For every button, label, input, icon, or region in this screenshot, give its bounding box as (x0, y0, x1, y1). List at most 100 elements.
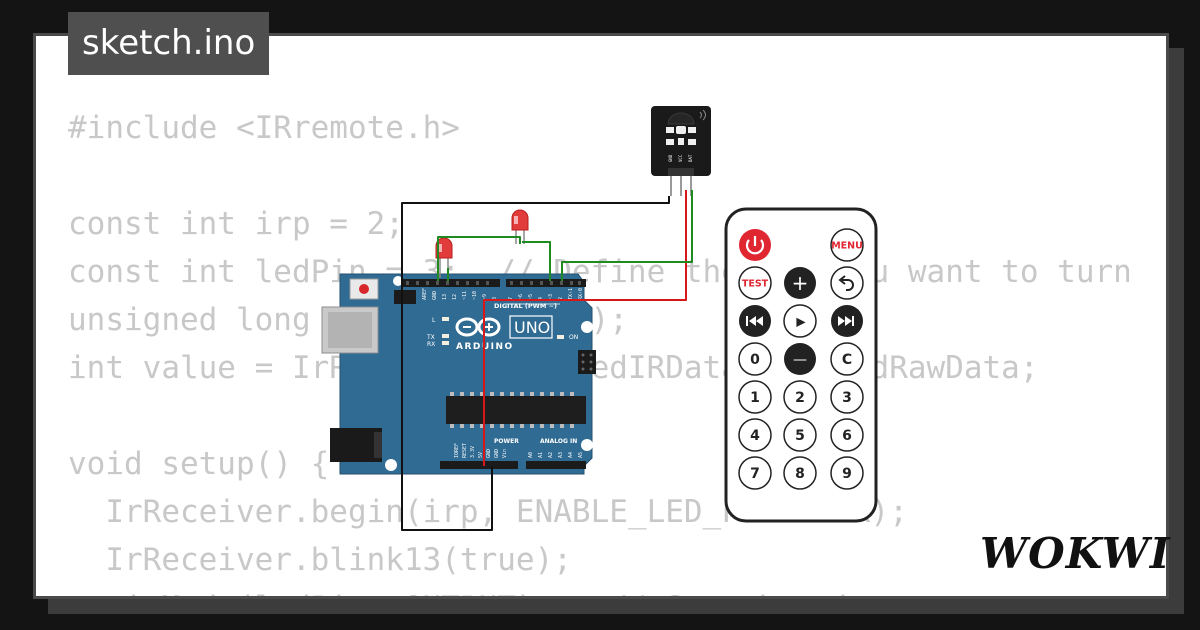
svg-text:GND: GND (494, 449, 500, 458)
l-led-label: L (432, 317, 436, 324)
svg-text:A2: A2 (548, 452, 554, 458)
digit-button[interactable]: 1 (738, 380, 772, 414)
digit-button[interactable]: 3 (830, 380, 864, 414)
minus-label: — (793, 352, 807, 368)
svg-text:12: 12 (452, 294, 458, 300)
ir-remote[interactable]: MENU TEST + ▶ (724, 207, 878, 523)
svg-text:3.3V: 3.3V (470, 446, 476, 458)
svg-text:RESET: RESET (462, 443, 468, 458)
tx-label: TX (426, 334, 435, 341)
back-button[interactable] (830, 266, 864, 300)
next-icon (838, 316, 854, 326)
on-label: ON (569, 334, 578, 341)
svg-text:A3: A3 (558, 452, 564, 458)
power-button[interactable] (739, 229, 771, 261)
led-wire-1 (437, 236, 521, 281)
code-line: void setup() { (68, 446, 330, 482)
back-arrow-icon (838, 275, 846, 285)
play-button[interactable]: ▶ (783, 304, 817, 338)
svg-text:8: 8 (492, 297, 498, 300)
svg-text:RX‹0: RX‹0 (578, 288, 584, 300)
svg-text:~10: ~10 (472, 291, 478, 300)
svg-text:Vin: Vin (502, 449, 508, 458)
digit-label: 4 (750, 428, 760, 444)
signal-wire (561, 190, 693, 281)
svg-text:5V: 5V (478, 452, 484, 458)
digit-label: 7 (750, 466, 760, 482)
prev-button[interactable] (739, 305, 771, 337)
wokwi-logo[interactable]: WOKWI (980, 529, 1171, 578)
prev-icon (746, 316, 763, 326)
digit-button[interactable]: 9 (830, 456, 864, 490)
c-label: C (842, 352, 852, 368)
test-button[interactable]: TEST (738, 266, 772, 300)
next-button[interactable] (831, 305, 863, 337)
arduino-logo-icon (455, 317, 501, 337)
svg-text:A1: A1 (538, 452, 544, 458)
digit-button[interactable]: 7 (738, 456, 772, 490)
arduino-uno-board[interactable]: AREF GND 13 12 ~11 ~10 ~9 8 7 ~6 ~5 4 ~3… (321, 273, 596, 475)
test-label: TEST (742, 279, 769, 290)
led-wire-2 (522, 241, 551, 281)
menu-label: MENU (831, 241, 863, 252)
code-line: #include <IRremote.h> (68, 110, 460, 146)
play-icon: ▶ (796, 315, 806, 329)
board-model: UNO (514, 318, 550, 337)
digit-label: 1 (750, 390, 760, 406)
vcc-wire (483, 190, 687, 466)
digit-label: 3 (842, 390, 852, 406)
svg-text:13: 13 (442, 294, 448, 300)
svg-text:IOREF: IOREF (454, 443, 460, 458)
menu-button[interactable]: MENU (830, 228, 864, 262)
wokwi-logo-text: WOKWI (980, 529, 1171, 578)
svg-text:VCC: VCC (678, 154, 683, 162)
digit-label: 8 (795, 466, 805, 482)
power-label: POWER (494, 438, 519, 445)
digit-button[interactable]: 8 (783, 456, 817, 490)
digit-label: 5 (795, 428, 805, 444)
svg-text:~9: ~9 (482, 294, 488, 300)
file-title: sketch.ino (68, 12, 270, 75)
svg-text:GND: GND (486, 449, 492, 458)
digit-button[interactable]: 6 (830, 418, 864, 452)
svg-text:DAT: DAT (688, 154, 693, 162)
digit-button[interactable]: 4 (738, 418, 772, 452)
svg-text:A0: A0 (528, 452, 534, 458)
svg-text:7: 7 (508, 297, 514, 300)
plus-label: + (792, 271, 809, 295)
ir-receiver-module[interactable]: GND VCC DAT (651, 106, 711, 196)
svg-text:~11: ~11 (462, 291, 468, 300)
svg-text:TX›1: TX›1 (568, 288, 574, 300)
code-line: const int irp = 2; (68, 206, 404, 242)
zero-button[interactable]: 0 (738, 342, 772, 376)
svg-text:A5: A5 (578, 452, 584, 458)
minus-button[interactable]: — (784, 343, 816, 375)
digit-label: 6 (842, 428, 852, 444)
plus-button[interactable]: + (784, 267, 816, 299)
svg-text:~6: ~6 (518, 294, 524, 300)
red-led-1[interactable] (435, 237, 453, 278)
svg-text:GND: GND (432, 291, 438, 300)
digit-label: 9 (842, 466, 852, 482)
digit-button[interactable]: 5 (783, 418, 817, 452)
svg-text:4: 4 (538, 297, 544, 300)
svg-text:A4: A4 (568, 452, 574, 458)
svg-text:~3: ~3 (548, 294, 554, 300)
digit-label: 2 (795, 390, 805, 406)
svg-text:GND: GND (668, 154, 673, 162)
svg-text:~5: ~5 (528, 294, 534, 300)
zero-label: 0 (750, 352, 760, 368)
code-line: IrReceiver.blink13(true); (68, 542, 572, 578)
c-button[interactable]: C (830, 342, 864, 376)
project-card[interactable]: #include <IRremote.h>const int irp = 2;c… (33, 33, 1169, 599)
analog-label: ANALOG IN (540, 438, 577, 445)
code-line: pinMode(ledPin, OUTPUT); // Set the pin … (68, 584, 1132, 596)
svg-text:2: 2 (558, 297, 564, 300)
wires (401, 190, 693, 531)
digit-button[interactable]: 2 (783, 380, 817, 414)
digital-label: DIGITAL (PWM ~) (494, 302, 557, 310)
rx-label: RX (427, 341, 435, 348)
svg-text:AREF: AREF (422, 288, 428, 300)
gnd-wire (401, 196, 670, 531)
